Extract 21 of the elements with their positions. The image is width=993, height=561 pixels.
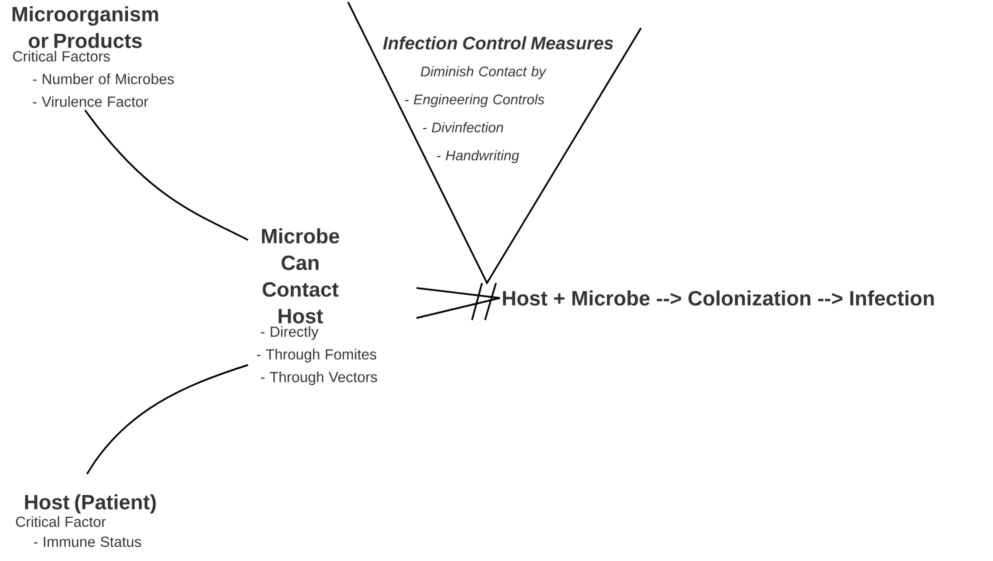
node-text: - Engineering Controls (404, 94, 544, 108)
connector-line (416, 287, 500, 299)
node-text: - Virulence Factor (32, 96, 148, 107)
node-text: - Divinfection (422, 122, 504, 132)
node-heading: Microorganism or Products (12, 6, 158, 48)
node-text: - Through Vectors (260, 371, 378, 386)
result-text: Host + Microbe --> Colonization --> Infection (502, 290, 934, 306)
node-text: - Handwriting (436, 150, 520, 164)
node-text: Critical Factor (16, 516, 106, 527)
node-heading: Microbe Can Contact Host (262, 228, 340, 324)
connector-line (416, 297, 500, 319)
connector-line (84, 110, 248, 241)
node-text: - Through Fomites (256, 348, 376, 362)
node-text: - Number of Microbes (32, 73, 174, 84)
node-text: Critical Factors (13, 50, 110, 62)
node-text: - Immune Status (34, 536, 142, 547)
node-text: Diminish Contact by (420, 66, 547, 80)
connector-line (86, 364, 248, 474)
node-heading: Host (Patient) (25, 494, 156, 514)
node-text: - Directly (260, 326, 318, 340)
node-heading: Infection Control Measures (383, 36, 614, 50)
